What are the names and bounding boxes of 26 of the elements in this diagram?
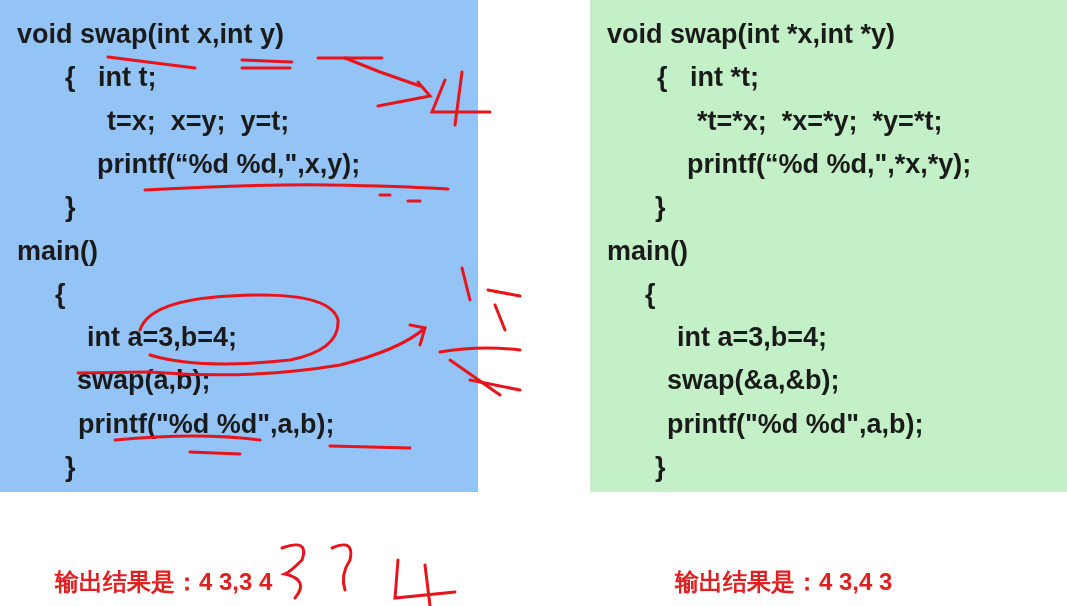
code-line: { [55, 277, 66, 310]
code-line: t=x; x=y; y=t; [107, 104, 290, 137]
code-line: { int t; [65, 61, 157, 94]
code-line: main() [607, 234, 688, 267]
code-line: int a=3,b=4; [677, 321, 828, 354]
code-line: printf(“%d %d,",*x,*y); [687, 147, 972, 180]
code-line: } [655, 451, 666, 483]
code-line: *t=*x; *x=*y; *y=*t; [697, 104, 943, 137]
code-line: } [655, 191, 666, 224]
code-line: swap(a,b); [77, 364, 211, 397]
code-line: void swap(int x,int y) [17, 18, 285, 50]
code-line: printf("%d %d",a,b); [78, 407, 335, 440]
code-panel [590, 0, 1067, 492]
code-line: int a=3,b=4; [87, 321, 238, 354]
code-line: { int *t; [657, 61, 759, 94]
code-line: } [65, 451, 76, 483]
code-line: swap(&a,&b); [667, 364, 840, 397]
code-line: void swap(int *x,int *y) [607, 18, 896, 50]
code-panel [0, 0, 478, 492]
code-line: main() [17, 234, 98, 267]
code-line: { [645, 277, 656, 310]
output-result-text: 输出结果是：4 3,4 3 [675, 567, 893, 597]
code-line: printf("%d %d",a,b); [667, 407, 924, 440]
output-result-text: 输出结果是：4 3,3 4 [55, 567, 273, 597]
code-line: printf(“%d %d,",x,y); [97, 147, 361, 180]
code-line: } [65, 191, 76, 224]
